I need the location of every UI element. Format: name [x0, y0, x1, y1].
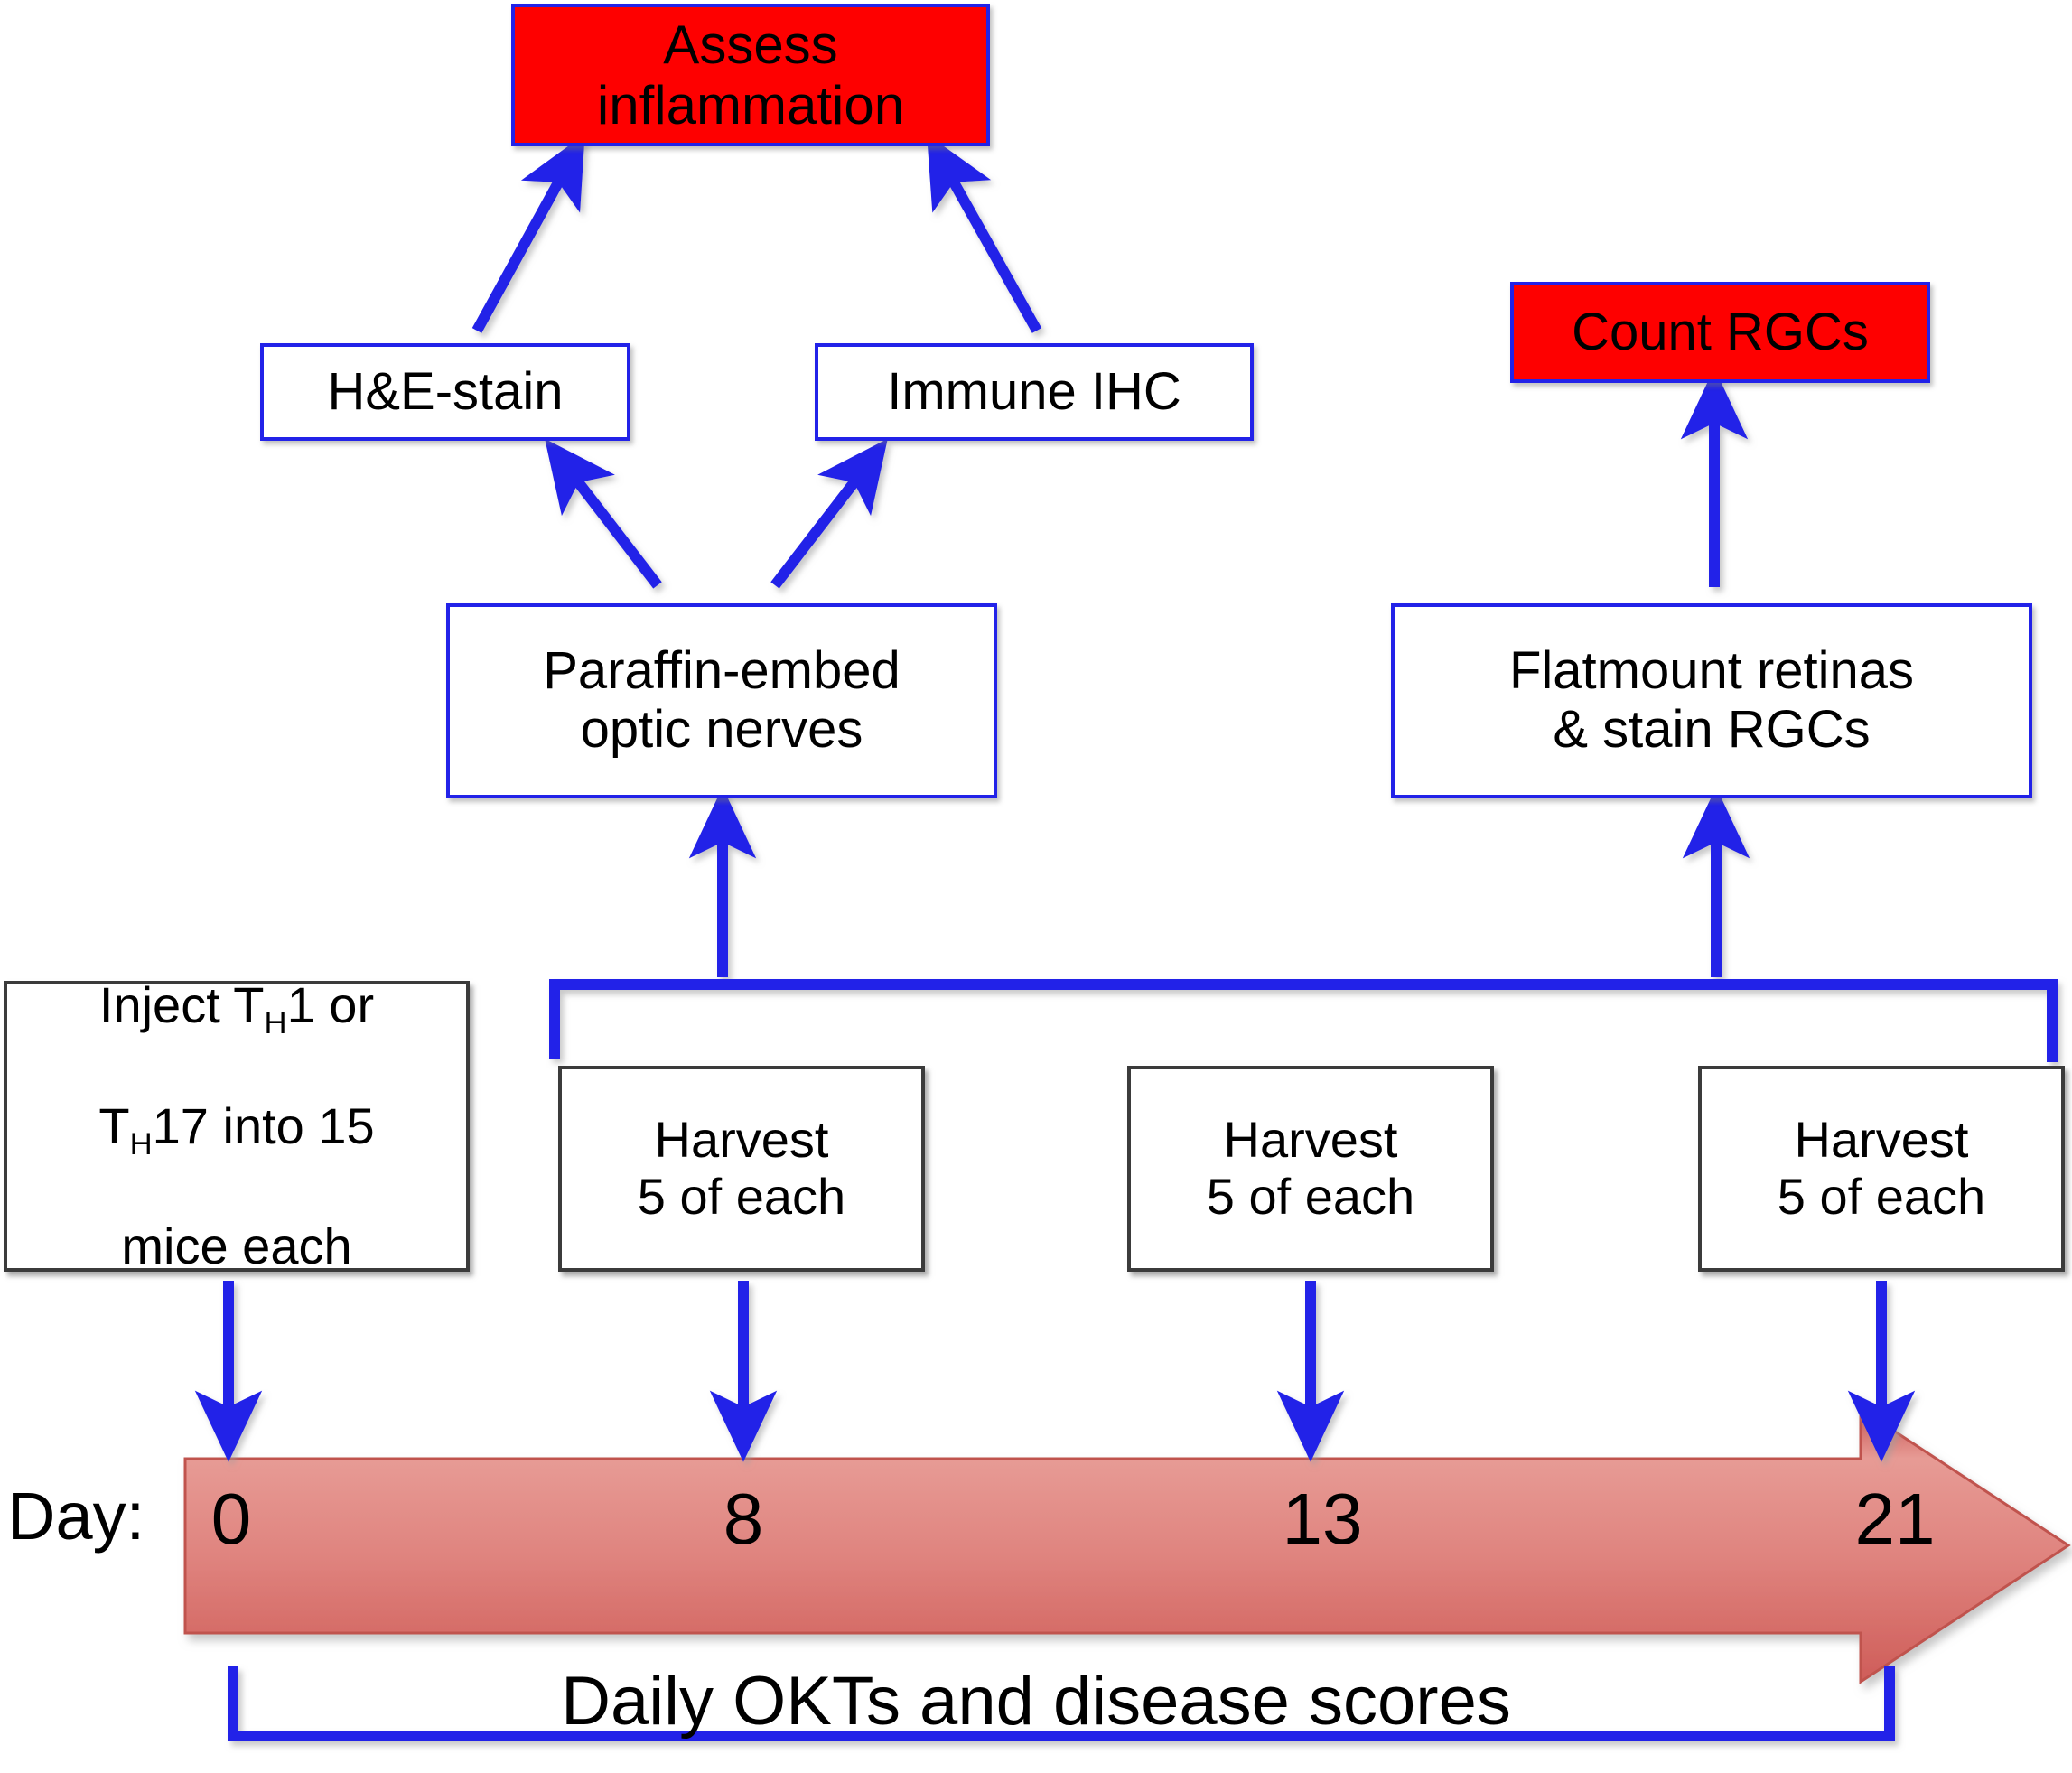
- node-paraffin-embed-optic-nerves[interactable]: Paraffin-embed optic nerves: [446, 603, 997, 798]
- timeline-axis-label: Day:: [7, 1479, 145, 1554]
- node-count-rgcs[interactable]: Count RGCs: [1510, 282, 1930, 383]
- node-inject-th1-th17[interactable]: Inject TH1 or TH17 into 15 mice each: [4, 976, 470, 1275]
- inject-line-3: mice each: [121, 1218, 352, 1275]
- node-harvest-day13[interactable]: Harvest 5 of each: [1127, 1066, 1494, 1272]
- node-flatmount-retinas-stain-rgcs[interactable]: Flatmount retinas & stain RGCs: [1391, 603, 2032, 798]
- daily-okt-bracket: [228, 1666, 1895, 1741]
- timeline-tick-21: 21: [1854, 1479, 1936, 1559]
- subscript-h-1: H: [264, 1006, 287, 1041]
- arrow-paraffin-to-ihc: [770, 438, 888, 589]
- node-harvest-day21[interactable]: Harvest 5 of each: [1698, 1066, 2065, 1272]
- timeline-tick-0: 0: [210, 1479, 252, 1559]
- node-assess-inflammation[interactable]: Assess inflammation: [511, 4, 990, 146]
- node-harvest-day8[interactable]: Harvest 5 of each: [558, 1066, 925, 1272]
- harvest-span-bracket: [549, 979, 2058, 1062]
- node-immune-ihc[interactable]: Immune IHC: [815, 343, 1254, 441]
- arrow-paraffin-to-hestain: [545, 438, 662, 589]
- inject-line-2: TH17 into 15: [98, 1096, 375, 1162]
- timeline-tick-13: 13: [1282, 1479, 1363, 1559]
- arrow-ihc-to-assess: [927, 134, 1042, 333]
- arrow-hestain-to-assess: [471, 134, 585, 333]
- subscript-h-2: H: [129, 1126, 153, 1162]
- timeline-caption: Daily OKTs and disease scores: [561, 1663, 1511, 1740]
- timeline-tick-8: 8: [723, 1479, 764, 1559]
- inject-line-1: Inject TH1 or: [98, 975, 375, 1041]
- node-he-stain[interactable]: H&E-stain: [260, 343, 630, 441]
